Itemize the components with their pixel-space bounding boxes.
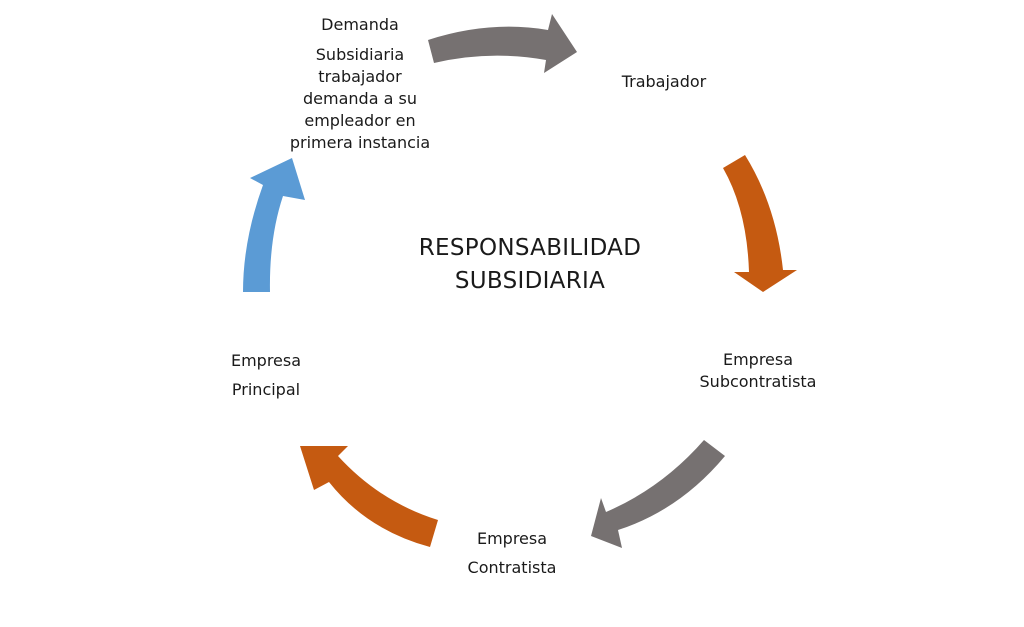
contratista-line-1: Empresa <box>476 529 548 548</box>
demanda-line-3: demanda a su <box>303 89 417 108</box>
demanda-description: Subsidiaria trabajador demanda a su empl… <box>280 44 440 154</box>
contratista-label: Empresa Contratista <box>452 524 572 582</box>
subcontratista-line-1: Empresa <box>722 350 794 369</box>
title-line-1: RESPONSABILIDAD <box>418 235 642 261</box>
demanda-heading: Demanda <box>321 15 399 34</box>
demanda-line-5: primera instancia <box>289 133 431 152</box>
contratista-line-2: Contratista <box>467 558 557 577</box>
demanda-line-1: Subsidiaria <box>315 45 405 64</box>
arrow-contratista-to-principal <box>300 446 438 547</box>
principal-line-2: Principal <box>231 380 301 399</box>
subcontratista-label: Empresa Subcontratista <box>688 349 828 393</box>
principal-label: Empresa Principal <box>206 346 326 404</box>
arrow-trabajador-to-subcontratista <box>723 155 797 292</box>
arrow-principal-to-demanda <box>243 158 305 292</box>
diagram-title: RESPONSABILIDAD SUBSIDIARIA <box>380 232 680 298</box>
demanda-line-4: empleador en <box>304 111 416 130</box>
arrow-subcontratista-to-contratista <box>591 440 725 548</box>
arrow-demanda-to-trabajador <box>428 14 577 73</box>
subcontratista-line-2: Subcontratista <box>699 372 817 391</box>
principal-line-1: Empresa <box>230 351 302 370</box>
trabajador-label: Trabajador <box>621 72 707 91</box>
title-line-2: SUBSIDIARIA <box>454 268 606 294</box>
demanda-line-2: trabajador <box>318 67 402 86</box>
